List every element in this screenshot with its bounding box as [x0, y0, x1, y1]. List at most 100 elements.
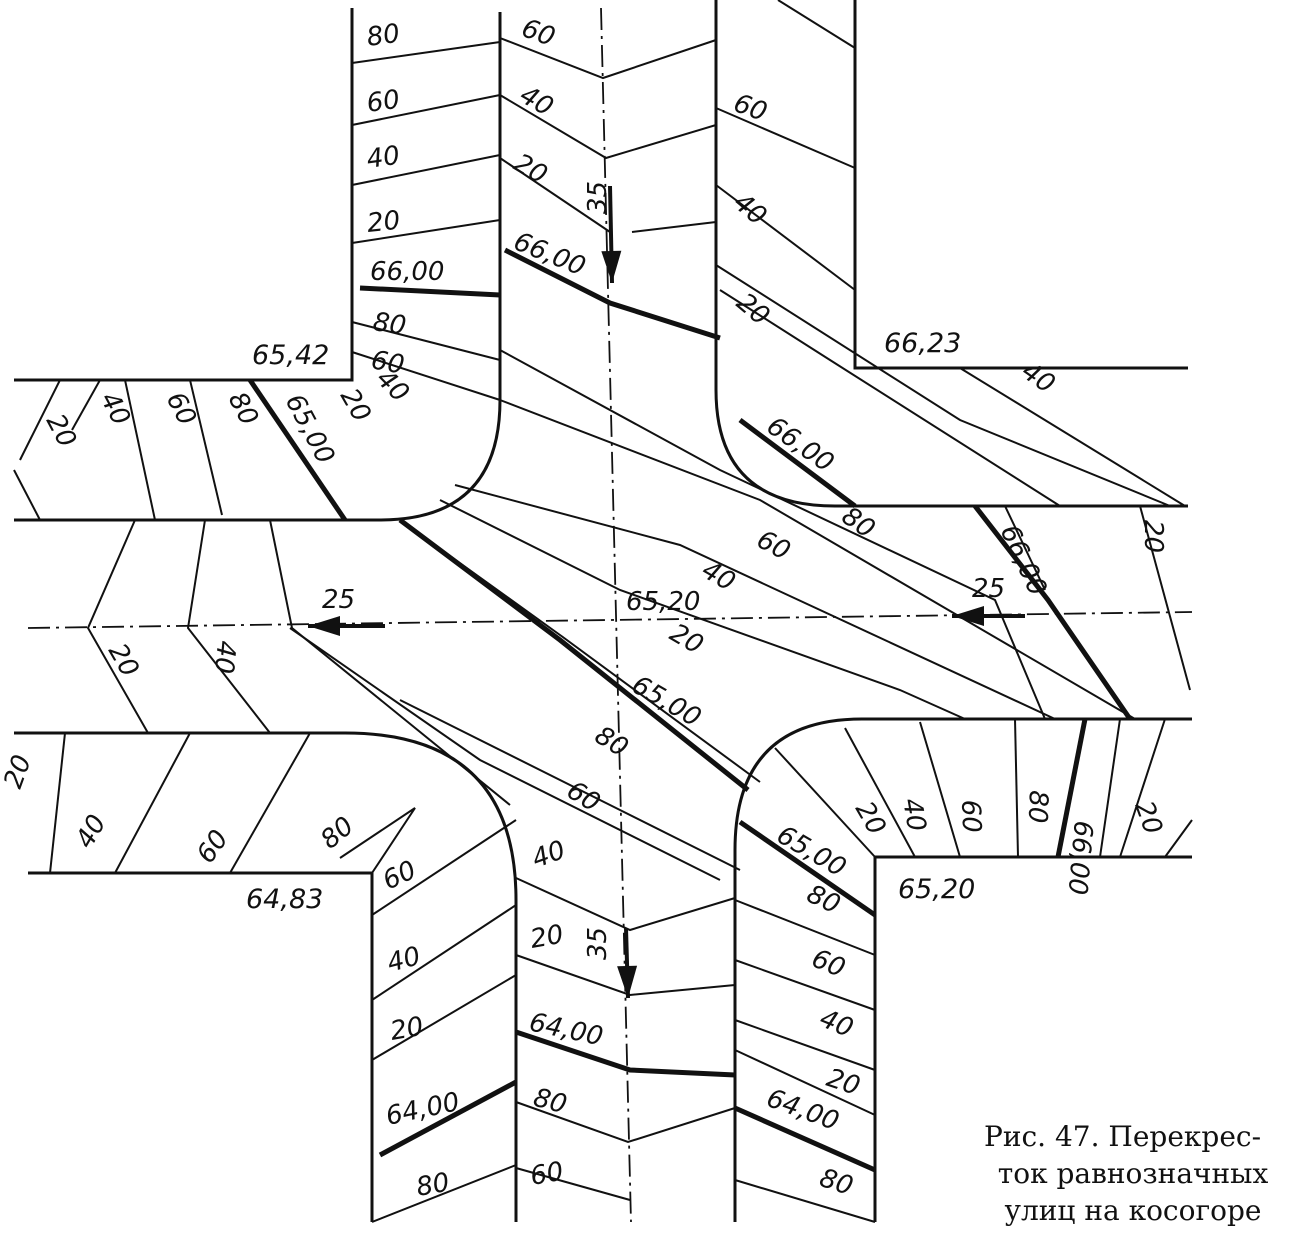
label-nw-sidewalk-3: 20	[366, 206, 402, 239]
contour-line-1	[351, 94, 501, 126]
label-south-roadway-4: 60	[528, 1157, 566, 1192]
contour-line-3	[351, 219, 501, 244]
bold-contour-line-0	[359, 285, 501, 298]
label-west-north-5: 20	[334, 384, 377, 428]
label-sw-sidewalk-2: 20	[388, 1012, 426, 1047]
curb-nw-inner	[14, 12, 502, 522]
contour-line-22	[269, 519, 511, 806]
spot-elevation-ne: 66,23	[884, 328, 961, 359]
contour-line-17	[124, 379, 156, 521]
contour-line-45	[515, 954, 736, 997]
contour-line-6	[499, 37, 717, 80]
arrow-west-slope	[308, 616, 385, 636]
label-nw-sidewalk-0: 80	[365, 19, 402, 53]
contour-line-26	[339, 807, 416, 874]
contour-line-34	[399, 699, 741, 871]
contour-line-49	[371, 904, 517, 1001]
contour-line-25	[229, 732, 311, 874]
contour-line-37	[774, 747, 876, 858]
contour-line-2	[351, 154, 501, 186]
label-east-south-1: 40	[896, 796, 931, 834]
label-west-south-0: 20	[0, 751, 38, 792]
curb-se-outer	[873, 855, 1192, 1222]
label-nw-sidewalk-1: 60	[365, 85, 402, 119]
bold-contour-line-5	[398, 518, 750, 792]
label-west-north-4: 65,00	[279, 389, 340, 469]
bold-contour-line-7	[1055, 718, 1088, 858]
contour-line-42	[1119, 718, 1166, 858]
label-center-band-5: 60	[561, 775, 605, 818]
label-center-band-1: 40	[697, 555, 741, 598]
contour-line-24	[114, 732, 191, 874]
contour-line-31	[499, 349, 1046, 720]
curb-sw-inner	[14, 731, 518, 1222]
label-se-sidewalk-6: 80	[816, 1163, 857, 1202]
contour-line-50	[371, 974, 517, 1061]
arrow-south-slope	[617, 927, 638, 999]
contour-line-54	[734, 1019, 876, 1071]
contour-line-38	[844, 727, 916, 858]
contour-line-32	[719, 289, 1061, 507]
contour-line-35	[1139, 505, 1191, 691]
contour-line-8	[499, 157, 611, 233]
contour-line-28	[439, 499, 966, 720]
slope-north: 35	[583, 181, 613, 214]
contour-line-53	[734, 959, 876, 1011]
contour-line-7	[499, 94, 717, 160]
contour-line-30	[499, 399, 1136, 720]
label-center-band-0: 60	[752, 525, 795, 567]
label-ne-sidewalk-2: 20	[731, 287, 776, 331]
label-north-roadway-2: 20	[509, 148, 553, 191]
label-se-sidewalk-1: 80	[802, 879, 845, 920]
contour-line-19	[13, 469, 41, 521]
label-se-sidewalk-4: 20	[823, 1063, 864, 1102]
contour-line-21	[186, 519, 271, 734]
label-nw-sidewalk-6: 60	[369, 345, 407, 380]
contour-line-40	[1014, 718, 1019, 858]
label-south-roadway-1: 20	[528, 920, 566, 955]
label-east-south-3: 80	[1022, 790, 1053, 824]
label-west-north-2: 60	[160, 387, 202, 430]
contour-line-0	[351, 41, 501, 64]
contour-line-33	[289, 627, 721, 881]
slope-south: 35	[583, 927, 613, 960]
spot-elevation-center: 65,20	[626, 587, 700, 617]
curb-ne-outer	[853, 0, 1188, 370]
contour-line-39	[919, 721, 961, 858]
bold-contour-line-1	[503, 247, 721, 341]
contour-line-4	[351, 321, 501, 361]
contour-line-14	[777, 0, 856, 49]
label-east-south-5: 20	[1128, 797, 1168, 838]
caption-line-3: улиц на косогоре	[1004, 1194, 1262, 1227]
spot-elevation-se: 65,20	[898, 874, 975, 905]
spot-elevation-nw: 65,42	[252, 340, 329, 371]
arrow-east-slope	[952, 606, 1025, 626]
arrow-north-slope	[601, 185, 622, 284]
label-south-roadway-2: 64,00	[527, 1008, 606, 1053]
bold-contour-line-10	[733, 1105, 877, 1173]
label-se-sidewalk-3: 40	[815, 1004, 857, 1044]
bold-contour-line-6	[738, 819, 877, 918]
label-sw-sidewalk-4: 80	[414, 1168, 452, 1203]
label-nw-sidewalk-4: 66,00	[370, 257, 444, 287]
label-north-roadway-1: 40	[515, 80, 559, 123]
label-ne-sidewalk-0: 60	[730, 88, 771, 128]
label-south-roadway-3: 80	[530, 1083, 570, 1121]
curb-se-inner	[733, 717, 1192, 1222]
contour-line-44	[515, 877, 736, 932]
caption-line-1: Рис. 47. Перекрес-	[984, 1120, 1262, 1153]
label-east-south-4: 66,00	[1062, 819, 1098, 896]
label-center-band-4: 80	[589, 720, 633, 763]
contour-line-36	[1004, 505, 1046, 591]
curb-ne-inner	[714, 0, 1188, 508]
label-east-north-sidewalk-3: 20	[1138, 520, 1168, 553]
label-se-sidewalk-2: 60	[807, 944, 849, 984]
contour-line-43	[1164, 819, 1193, 858]
contour-lines	[13, 0, 1193, 1223]
label-west-south-2: 60	[191, 825, 235, 869]
curb-nw-outer	[14, 8, 354, 382]
label-south-roadway-0: 40	[528, 835, 569, 875]
contour-line-5	[351, 351, 501, 401]
